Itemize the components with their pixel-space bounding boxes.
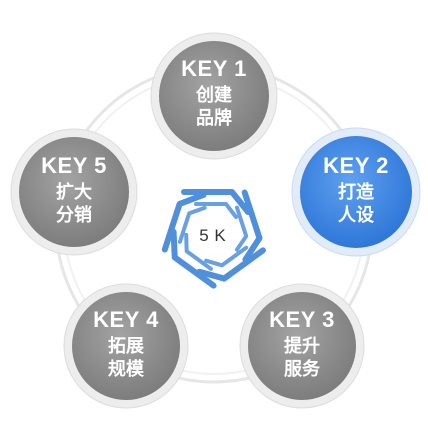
key-3-circle: [248, 292, 356, 400]
center-logo: [161, 189, 266, 289]
logo-stroke-outer: [181, 189, 251, 215]
key-3-node: KEY 3 提升 服务: [239, 283, 365, 409]
center-label-k: K: [214, 226, 226, 245]
key-3-line1: 提升: [284, 335, 320, 357]
key-5-circle: [19, 137, 129, 247]
key-1-circle: [159, 41, 269, 151]
logo-stroke-inner: [194, 202, 238, 219]
logo-stroke-inner: [184, 232, 213, 271]
key-2-circle: [300, 136, 412, 248]
key-4-node: KEY 4 拓展 规模: [63, 283, 189, 409]
logo-stroke-inner: [204, 245, 249, 268]
key-2-node: KEY 2 打造 人设: [291, 127, 421, 257]
logo-segment: [161, 191, 207, 253]
key-5-line1: 扩大: [56, 181, 92, 203]
key-5-line2: 分销: [56, 204, 92, 226]
key-4-circle: [72, 292, 180, 400]
logo-stroke-outer: [241, 189, 263, 263]
key-2-title: KEY 2: [323, 153, 389, 178]
key-2-line2: 人设: [338, 205, 374, 226]
key-3-title: KEY 3: [269, 307, 335, 332]
logo-stroke-inner: [234, 205, 249, 252]
logo-stroke-outer: [196, 247, 266, 282]
key-1-line2: 品牌: [196, 107, 232, 129]
logo-stroke-inner: [177, 205, 207, 244]
key-1-node: KEY 1 创建 品牌: [150, 32, 278, 160]
key-1-line1: 创建: [195, 84, 232, 106]
key-5-title: KEY 5: [41, 153, 107, 178]
key-4-line2: 规模: [108, 358, 145, 380]
key-4-title: KEY 4: [93, 307, 159, 332]
center-label-5: 5: [199, 226, 208, 245]
logo-segment: [170, 228, 217, 289]
logo-segment: [196, 245, 266, 282]
key-5-node: KEY 5 扩大 分销: [10, 128, 138, 256]
key-2-line1: 打造: [338, 181, 374, 203]
key-4-line1: 拓展: [108, 335, 145, 357]
logo-stroke-outer: [170, 228, 217, 289]
key-3-line2: 服务: [284, 358, 321, 380]
logo-segment: [181, 189, 251, 219]
key-1-title: KEY 1: [181, 56, 247, 81]
logo-segment: [234, 189, 263, 263]
logo-stroke-outer: [161, 191, 207, 253]
